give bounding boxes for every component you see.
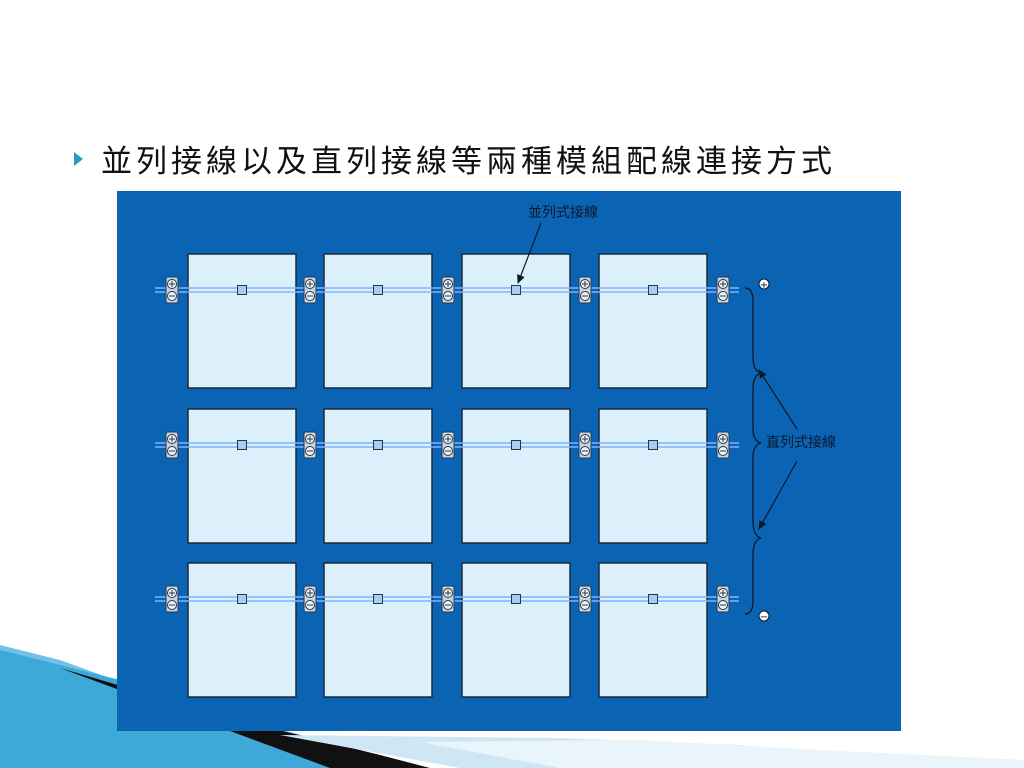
junction-box-icon — [648, 594, 658, 604]
junction-box-icon — [373, 440, 383, 450]
panel-row — [155, 253, 739, 389]
terminal-pair — [441, 585, 455, 613]
junction-box-icon — [511, 440, 521, 450]
terminal-pair — [716, 276, 730, 304]
terminal-pair — [578, 585, 592, 613]
terminal-pair — [303, 276, 317, 304]
terminal-pair — [441, 431, 455, 459]
positive-end-icon — [758, 278, 770, 290]
solar-panel — [187, 253, 297, 389]
slide-title: 並列接線以及直列接線等兩種模組配線連接方式 — [101, 143, 836, 180]
negative-symbol: − — [760, 612, 768, 623]
junction-box-icon — [373, 594, 383, 604]
positive-symbol: + — [760, 280, 768, 291]
terminal-pair — [165, 431, 179, 459]
terminal-pair — [303, 585, 317, 613]
junction-box-icon — [648, 285, 658, 295]
solar-panel — [187, 562, 297, 698]
terminal-pair — [165, 276, 179, 304]
panel-rows — [155, 253, 739, 698]
annotations: 並列式接線 直列式接線 + − — [517, 204, 836, 623]
terminal-pair — [578, 276, 592, 304]
junction-box-icon — [648, 440, 658, 450]
pointer-arrow-icon — [758, 369, 798, 430]
junction-box-icon — [237, 594, 247, 604]
terminal-pair — [716, 431, 730, 459]
solar-panel — [187, 408, 297, 544]
solar-panel — [323, 408, 433, 544]
solar-panel — [598, 562, 708, 698]
junction-box-icon — [237, 285, 247, 295]
solar-panel — [461, 562, 571, 698]
slide-title-row: 並列接線以及直列接線等兩種模組配線連接方式 — [74, 136, 836, 180]
wiring-diagram: 並列式接線 直列式接線 + − — [117, 191, 901, 731]
panel-row — [155, 562, 739, 698]
solar-panel — [323, 253, 433, 389]
terminal-pair — [303, 431, 317, 459]
solar-panel — [323, 562, 433, 698]
terminal-pair — [578, 431, 592, 459]
junction-box-icon — [237, 440, 247, 450]
negative-end-icon — [758, 610, 770, 622]
junction-box-icon — [511, 594, 521, 604]
pointer-arrow-icon — [517, 222, 542, 284]
solar-panel — [598, 408, 708, 544]
series-wiring-label: 直列式接線 — [766, 434, 836, 451]
terminal-pair — [165, 585, 179, 613]
solar-panel — [598, 253, 708, 389]
terminal-pair — [716, 585, 730, 613]
brace-icon — [744, 287, 762, 615]
pointer-arrow-icon — [758, 460, 798, 530]
solar-panel — [461, 253, 571, 389]
terminal-pair — [441, 276, 455, 304]
bullet-arrow-icon — [74, 152, 83, 166]
solar-panel — [461, 408, 571, 544]
junction-box-icon — [373, 285, 383, 295]
parallel-wiring-label: 並列式接線 — [528, 204, 598, 221]
junction-box-icon — [511, 285, 521, 295]
panel-row — [155, 408, 739, 544]
